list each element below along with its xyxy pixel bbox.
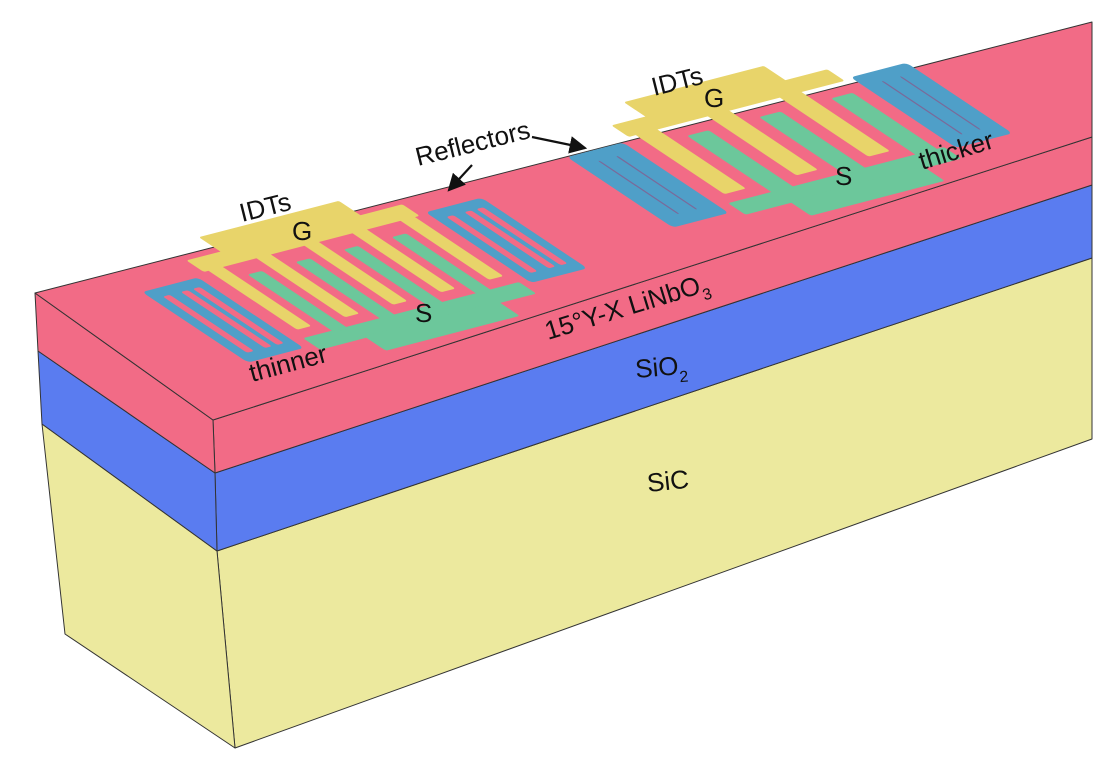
signal-finger [296, 258, 396, 320]
ground-label-right: G [704, 83, 724, 113]
sio2-label-sub: 2 [679, 368, 689, 386]
signal-pad [790, 166, 944, 216]
reflector-slot [164, 295, 253, 353]
sic-label: SiC [645, 464, 690, 498]
ground-finger [207, 265, 311, 330]
ground-pad [200, 201, 364, 255]
ground-finger [778, 91, 889, 157]
reflector-slot [477, 207, 567, 265]
reflector-slot [598, 160, 679, 215]
ground-label-left: G [292, 216, 312, 246]
reflectors-label: Reflectors [412, 114, 533, 171]
ground-finger [303, 240, 407, 305]
saw-resonator-thinner [144, 198, 585, 362]
ground-pad [625, 66, 789, 120]
reflector-slot [900, 76, 981, 130]
signal-finger [344, 246, 444, 307]
sio2-label: SiO2 [634, 350, 689, 390]
reflector-left [569, 143, 727, 227]
signal-finger [688, 130, 794, 193]
signal-pad [365, 301, 519, 351]
reflector-slot [616, 156, 697, 210]
signal-finger [248, 271, 348, 332]
signal-busbar [304, 282, 536, 350]
ground-busbar [187, 204, 419, 272]
reflector-slot [194, 287, 283, 345]
ground-finger [399, 216, 503, 280]
signal-label-right: S [835, 161, 852, 191]
reflector-slot [465, 210, 555, 268]
signal-finger [392, 233, 492, 295]
reflector-slot [882, 81, 963, 135]
signal-label-left: S [415, 298, 432, 328]
signal-finger [832, 93, 938, 156]
ground-finger [255, 253, 359, 317]
ground-busbar [612, 69, 844, 137]
signal-busbar [729, 147, 961, 215]
saw-resonator-thicker [569, 63, 1010, 227]
ground-finger [706, 109, 817, 175]
reflector-arrow-right [531, 135, 588, 154]
reflector-slot [447, 215, 537, 273]
signal-finger [760, 111, 866, 175]
ground-finger [351, 228, 455, 292]
reflector-arrow-left [447, 164, 473, 192]
reflector-slot [182, 290, 271, 348]
reflector-right [852, 63, 1010, 147]
sio2-label-main: SiO [634, 350, 680, 384]
ground-finger [634, 128, 745, 194]
